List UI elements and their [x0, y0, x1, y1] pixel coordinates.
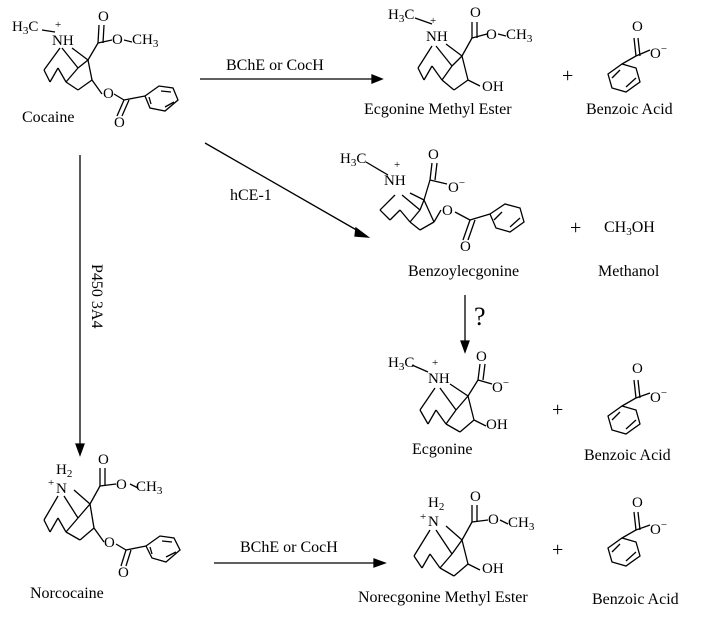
be-charge: + — [394, 159, 401, 171]
question-mark: ? — [474, 302, 486, 331]
eme-h3c: H3C — [388, 7, 415, 25]
label-cocaine: Cocaine — [22, 109, 75, 126]
label-benzoylecgonine: Benzoylecgonine — [408, 263, 520, 280]
plus-4: + — [552, 539, 564, 561]
nc-h2: H2 — [56, 462, 73, 480]
eme-ester-o: O — [486, 27, 497, 43]
ecgonine-structure — [411, 363, 493, 433]
label-methanol: Methanol — [598, 263, 660, 280]
label-norecgonine-methyl-ester: Norecgonine Methyl Ester — [358, 589, 528, 606]
be-o-minus: O− — [448, 177, 466, 196]
nc-ester-o: O — [116, 477, 127, 493]
eg-oh: OH — [486, 417, 508, 433]
enzyme-hce1: hCE-1 — [230, 187, 272, 204]
neme-carbonyl-o: O — [470, 489, 481, 505]
be-ester-o: O — [442, 203, 453, 219]
be-o2: O — [460, 239, 471, 255]
arrow-head-question — [460, 340, 470, 354]
cocaine-nh: NH — [52, 33, 74, 49]
nc-charge: + — [48, 477, 55, 489]
cocaine-ester-o: O — [112, 32, 123, 48]
enzyme-bche-coch-1: BChE or CocH — [226, 57, 324, 74]
arrow-head-bche-2 — [373, 558, 387, 568]
label-norcocaine: Norcocaine — [30, 585, 104, 602]
arrow-head-p450 — [75, 443, 85, 457]
enzyme-bche-coch-2: BChE or CocH — [240, 539, 338, 556]
nc-o3: O — [118, 565, 129, 581]
nc-ch3: CH3 — [136, 479, 163, 497]
cocaine-o3: O — [114, 115, 125, 131]
plus-1: + — [562, 65, 574, 87]
plus-3: + — [552, 399, 564, 421]
arrow-head-hce1 — [354, 226, 371, 238]
norcocaine-structure — [43, 468, 181, 567]
ba3-o-minus: O− — [650, 519, 668, 538]
neme-ch3: CH3 — [508, 515, 535, 533]
ba1-o-carbonyl: O — [632, 19, 643, 35]
benzoic-acid-structure-2 — [607, 379, 651, 435]
ba3-o-carbonyl: O — [632, 495, 643, 511]
benzoic-acid-structure-3 — [607, 511, 651, 567]
label-benzoic-acid-1: Benzoic Acid — [586, 101, 673, 118]
neme-charge: + — [420, 511, 427, 523]
nc-n: N — [56, 481, 67, 497]
cocaine-h3c: H3C — [12, 19, 39, 37]
neme-oh: OH — [482, 561, 504, 577]
nc-o2: O — [104, 535, 115, 551]
neme-ester-o: O — [488, 512, 499, 528]
eme-ch3: CH3 — [506, 27, 533, 45]
cocaine-structure — [41, 24, 179, 117]
eg-charge: + — [432, 357, 439, 369]
ecgonine-methyl-ester-structure — [414, 17, 507, 91]
label-benzoic-acid-3: Benzoic Acid — [592, 591, 679, 608]
eme-oh: OH — [482, 79, 504, 95]
neme-h2: H2 — [428, 495, 445, 513]
label-ecgonine: Ecgonine — [412, 441, 473, 458]
norecgonine-methyl-ester-structure — [413, 505, 509, 577]
benzoic-acid-structure-1 — [607, 37, 651, 93]
be-nh: NH — [384, 173, 406, 189]
label-ecgonine-methyl-ester: Ecgonine Methyl Ester — [364, 101, 512, 118]
eme-charge: + — [430, 15, 437, 27]
reaction-arrows — [75, 74, 470, 568]
eme-carbonyl-o: O — [470, 5, 481, 21]
nc-carbonyl-o: O — [98, 452, 109, 468]
ba2-o-carbonyl: O — [632, 361, 643, 377]
ba1-o-minus: O− — [650, 43, 668, 62]
eme-nh: NH — [426, 29, 448, 45]
be-h3c: H3C — [340, 151, 367, 169]
eg-h3c: H3C — [388, 355, 415, 373]
methanol-formula: CH3OH — [604, 219, 655, 238]
cocaine-charge: + — [55, 19, 62, 31]
ba2-o-minus: O− — [650, 387, 668, 406]
be-carbonyl-o: O — [428, 147, 439, 163]
eg-carbonyl-o: O — [476, 349, 487, 365]
label-benzoic-acid-2: Benzoic Acid — [584, 447, 671, 464]
neme-n: N — [428, 514, 439, 530]
cocaine-carbonyl-o: O — [98, 9, 109, 25]
benzoylecgonine-structure — [365, 161, 525, 241]
arrow-head-bche-1 — [371, 74, 384, 84]
plus-2: + — [570, 217, 582, 239]
eg-nh: NH — [428, 371, 450, 387]
cocaine-o2: O — [103, 86, 114, 102]
enzyme-p450: P450 3A4 — [88, 264, 105, 329]
eg-o-minus: O− — [492, 377, 510, 396]
cocaine-ch3: CH3 — [132, 32, 159, 50]
